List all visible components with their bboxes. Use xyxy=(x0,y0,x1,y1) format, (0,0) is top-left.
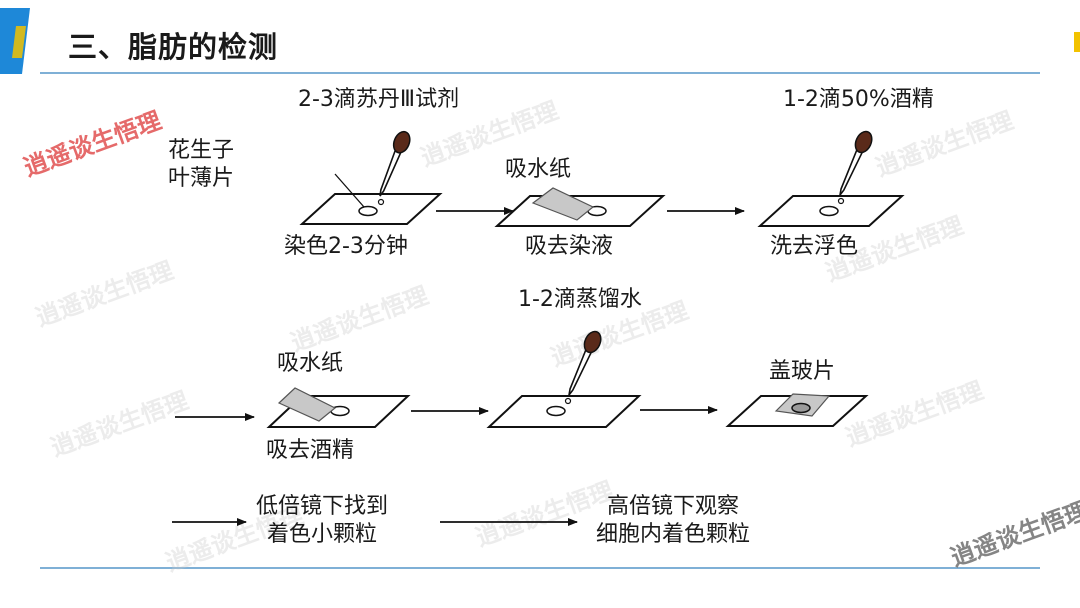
blotting-paper xyxy=(531,187,595,221)
label-blot-paper: 吸水纸 xyxy=(505,157,572,182)
corner-accent xyxy=(0,8,30,74)
drop xyxy=(377,198,385,206)
page-title: 三、脂肪的检测 xyxy=(68,30,279,64)
divider-top xyxy=(40,72,1040,74)
dropper-icon xyxy=(561,328,605,399)
slide-2 xyxy=(494,187,666,227)
label-low-power: 低倍镜下找到 着色小颗粒 xyxy=(256,494,389,547)
label-blot-paper: 吸水纸 xyxy=(277,351,344,376)
label-peanut-slice: 花生子 叶薄片 xyxy=(168,138,235,191)
drop xyxy=(564,397,572,405)
blotting-paper xyxy=(277,387,337,422)
label-absorb-alcohol: 吸去酒精 xyxy=(266,438,355,463)
slide-3 xyxy=(757,195,905,227)
label-absorb-dye: 吸去染液 xyxy=(525,234,614,259)
label-stain-time: 染色2-3分钟 xyxy=(284,234,408,259)
dropper-icon xyxy=(372,128,414,200)
drop xyxy=(837,197,845,205)
slide-6 xyxy=(725,393,869,427)
pointer-line xyxy=(334,173,365,208)
label-distilled-water: 1-2滴蒸馏水 xyxy=(518,287,642,312)
label-reagent-sudan: 2-3滴苏丹Ⅲ试剂 xyxy=(298,87,460,112)
label-coverslip: 盖玻片 xyxy=(769,359,836,384)
label-high-power: 高倍镜下观察 细胞内着色颗粒 xyxy=(596,494,751,547)
slide-5 xyxy=(486,395,642,428)
label-alcohol-drops: 1-2滴50%酒精 xyxy=(783,87,934,112)
dropper-icon xyxy=(832,128,876,199)
corner-accent-right xyxy=(1074,32,1080,52)
label-wash-color: 洗去浮色 xyxy=(770,234,859,259)
slide-4 xyxy=(266,387,411,428)
divider-bottom xyxy=(40,567,1040,569)
slide-1 xyxy=(299,173,443,225)
